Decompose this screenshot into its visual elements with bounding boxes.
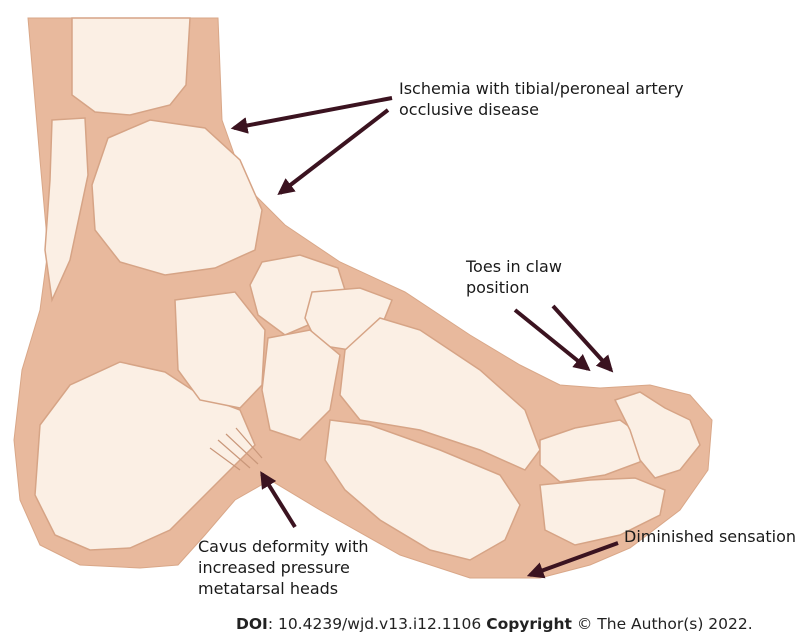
toes-arrow-right <box>553 306 611 370</box>
toes-label-line-1: Toes in claw <box>466 256 562 277</box>
copyright-label: Copyright <box>486 615 572 633</box>
toes-arrow-left <box>515 310 588 369</box>
cavus-label-line-3: metatarsal heads <box>198 578 369 599</box>
copyright-text: © The Author(s) 2022. <box>572 615 753 633</box>
ischemia-label-line-1: Ischemia with tibial/peroneal artery <box>399 78 684 99</box>
tibia-bone <box>72 18 190 115</box>
cavus-deformity-label: Cavus deformity with increased pressure … <box>198 536 369 599</box>
doi-label: DOI <box>236 615 268 633</box>
toes-claw-label: Toes in claw position <box>466 256 562 298</box>
ischemia-arrow-lower <box>280 110 388 193</box>
diminished-sensation-label: Diminished sensation <box>624 526 796 547</box>
cavus-label-line-1: Cavus deformity with <box>198 536 369 557</box>
ischemia-label-line-2: occlusive disease <box>399 99 684 120</box>
toes-label-line-2: position <box>466 277 562 298</box>
talus-bone <box>92 120 262 275</box>
ischemia-label: Ischemia with tibial/peroneal artery occ… <box>399 78 684 120</box>
doi-value: : 10.4239/wjd.v13.i12.1106 <box>268 615 486 633</box>
cavus-label-line-2: increased pressure <box>198 557 369 578</box>
figure-caption: DOI: 10.4239/wjd.v13.i12.1106 Copyright … <box>236 614 753 634</box>
